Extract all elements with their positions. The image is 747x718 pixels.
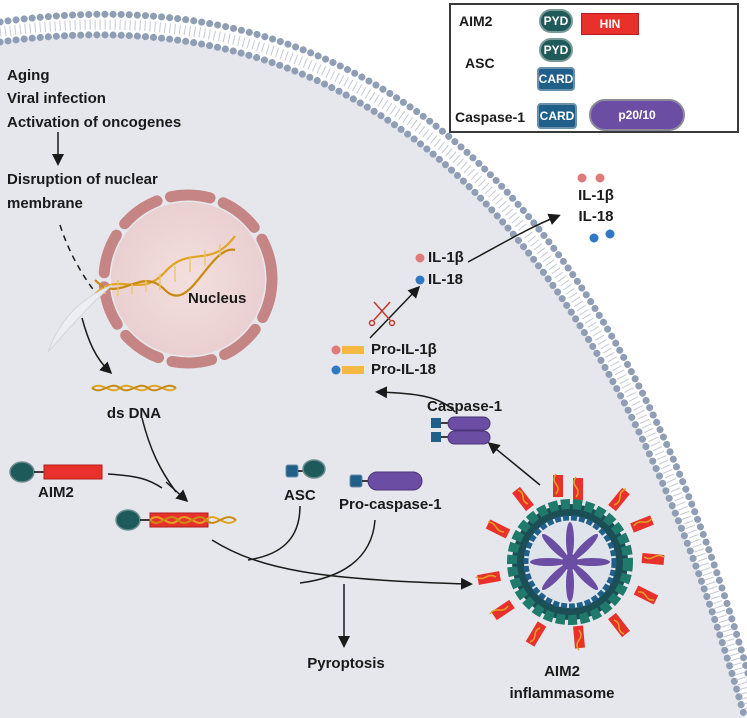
secreted-il1b-dot-b	[595, 173, 605, 183]
secreted-il18-dot-b	[605, 229, 615, 239]
asc-protein	[285, 459, 326, 479]
il18-label: IL-18	[428, 271, 464, 288]
secreted-il18-label: IL-18	[578, 208, 614, 225]
disruption-line1: Disruption of nuclear	[7, 171, 158, 188]
caspase1-active	[431, 416, 491, 445]
secreted-il18-dot-a	[589, 233, 599, 243]
procaspase1-label: Pro-caspase-1	[339, 496, 442, 513]
secreted-il1b-dot-a	[577, 173, 587, 183]
cell-membrane-outer	[0, 10, 747, 684]
il1b-dot	[415, 253, 425, 263]
il18-dot	[415, 275, 425, 285]
aim2-inflammasome	[475, 473, 665, 651]
legend-aim2-hin: HIN	[581, 13, 639, 35]
cell-membrane-inner	[0, 31, 747, 718]
domain-legend: AIM2 PYD HIN ASC PYD CARD Caspase-1 CARD…	[449, 3, 739, 133]
legend-caspase1-p20: p20/10	[589, 99, 685, 131]
aim2-label: AIM2	[38, 484, 74, 501]
secreted-il1b-label: IL-1β	[578, 187, 614, 204]
pro-il18-label: Pro-IL-18	[371, 361, 437, 378]
membrane-rupture	[47, 284, 113, 353]
trigger-aging: Aging	[7, 67, 50, 84]
trigger-viral-infection: Viral infection	[7, 90, 106, 107]
legend-aim2-name: AIM2	[459, 13, 493, 29]
legend-caspase1-card: CARD	[537, 103, 577, 129]
il1b-label: IL-1β	[428, 249, 464, 266]
aim2-dna-complex	[115, 509, 237, 531]
nucleus	[98, 189, 278, 369]
pro-il1b-glyph	[331, 345, 364, 355]
pyroptosis-label: Pyroptosis	[307, 655, 385, 672]
inflammasome-label-line1: AIM2	[544, 663, 580, 680]
asc-label: ASC	[284, 487, 316, 504]
pro-il18-glyph	[331, 365, 364, 375]
legend-asc-card: CARD	[537, 67, 575, 91]
dsdna-label: ds DNA	[106, 405, 162, 422]
legend-asc-pyd: PYD	[539, 38, 573, 62]
procaspase1-protein	[349, 471, 423, 491]
dsdna-helix	[91, 384, 177, 392]
nucleus-label: Nucleus	[188, 290, 247, 307]
caspase1-label: Caspase-1	[427, 398, 503, 415]
trigger-oncogenes: Activation of oncogenes	[7, 114, 182, 131]
disruption-line2: membrane	[7, 195, 83, 212]
scissors-icon	[368, 301, 396, 327]
legend-caspase1-name: Caspase-1	[455, 109, 526, 125]
aim2-protein	[9, 461, 103, 483]
legend-asc-name: ASC	[465, 55, 495, 71]
dna-helix	[94, 235, 236, 297]
inflammasome-label-line2: inflammasome	[509, 685, 615, 702]
pro-il1b-label: Pro-IL-1β	[371, 341, 437, 358]
legend-aim2-pyd: PYD	[539, 9, 573, 33]
